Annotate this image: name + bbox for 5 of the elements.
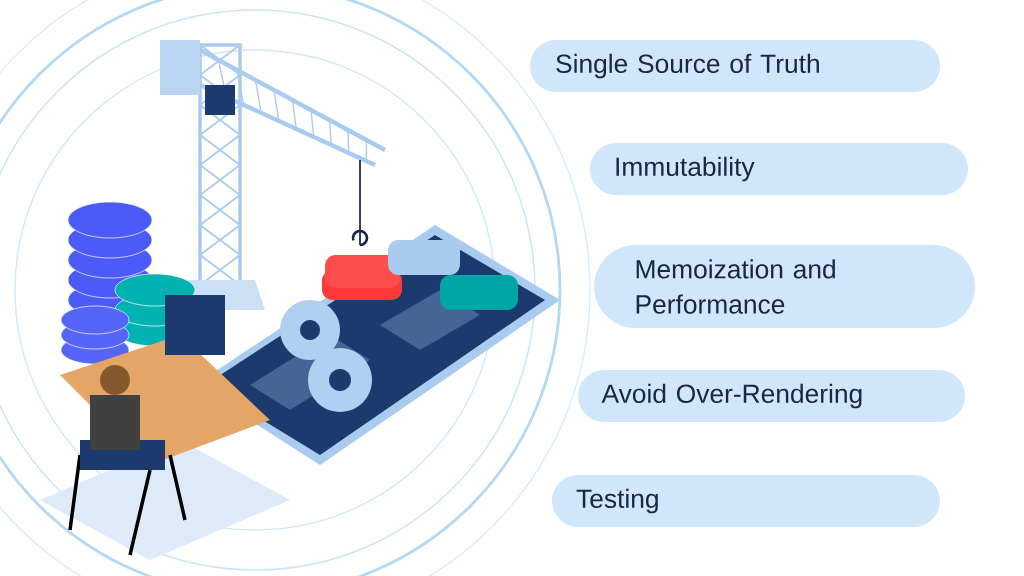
pill-label: Single Source of Truth [530, 40, 940, 92]
pill-label: Memoization and Performance [594, 245, 975, 328]
pill-label: Avoid Over-Rendering [578, 370, 965, 422]
pill-label: Immutability [590, 143, 968, 195]
pill-label: Testing [552, 475, 940, 527]
